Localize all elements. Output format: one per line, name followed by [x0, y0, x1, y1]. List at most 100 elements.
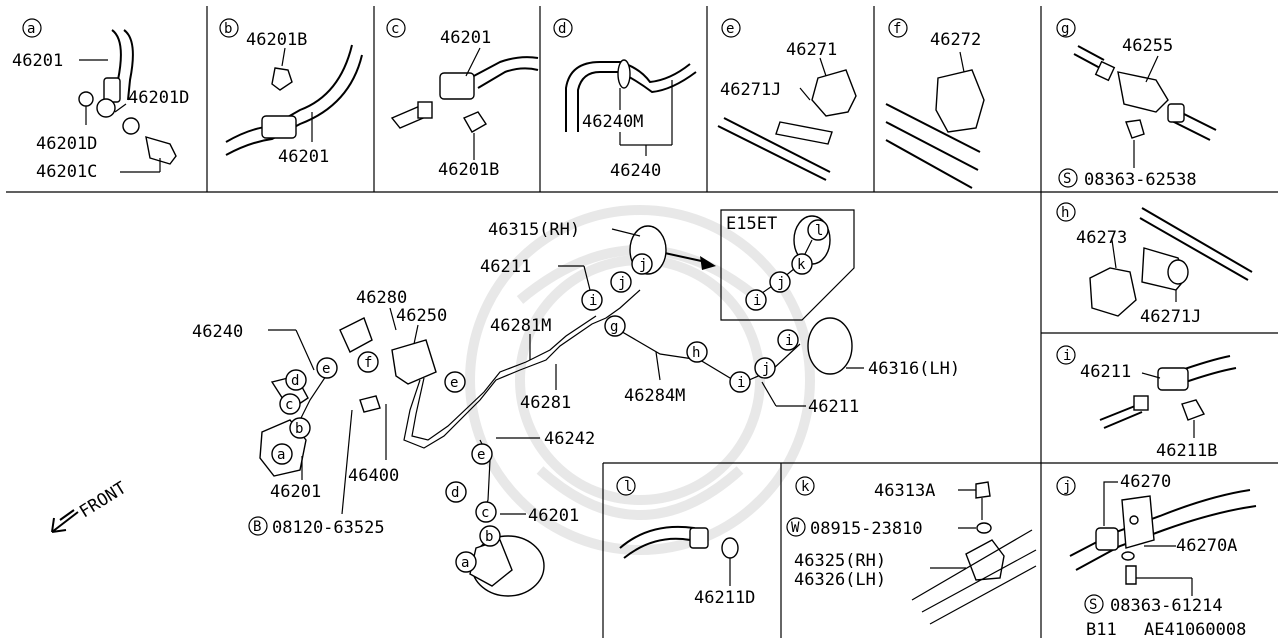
part-label: 46316(LH)	[868, 359, 960, 379]
callout-letter: b	[295, 421, 303, 437]
part-label: 46211B	[1156, 441, 1217, 461]
part-label: 46271	[786, 40, 837, 60]
callout-letter: i	[737, 375, 745, 391]
footer: B11 AE41060008	[1086, 620, 1246, 638]
part-label: 46201C	[36, 162, 97, 182]
panel-g-letter: g	[1061, 21, 1069, 37]
panel-e-letter: e	[726, 21, 734, 37]
part-label: 46201D	[128, 88, 189, 108]
part-label: 46242	[544, 429, 595, 449]
part-label: 08363-61214	[1110, 596, 1223, 616]
part-label: 46250	[396, 306, 447, 326]
part-label: 46280	[356, 288, 407, 308]
part-label: 46326(LH)	[794, 570, 886, 590]
panel-i: i 46211 46211B	[1056, 345, 1237, 461]
part-label: 46211	[1080, 362, 1131, 382]
part-label: 46240	[610, 161, 661, 181]
callout-letter: d	[451, 485, 459, 501]
inset-title: E15ET	[726, 214, 777, 234]
panel-c: c 46201 46201B	[386, 18, 539, 180]
callout-letter: e	[477, 447, 485, 463]
panel-j: j S 46270 46270A 08363-61214	[1056, 472, 1257, 616]
callout-letter: c	[481, 505, 489, 521]
callout-letter: b	[485, 529, 493, 545]
part-label: 46211	[480, 257, 531, 277]
panel-grid	[6, 6, 1278, 638]
part-label: 46400	[348, 466, 399, 486]
part-label: 46211	[808, 397, 859, 417]
callout-letter: j	[777, 275, 785, 291]
panel-g: g S 46255 08363-62538	[1056, 18, 1217, 190]
panel-d: d 46240M 46240	[553, 18, 697, 181]
marker-b: B	[253, 519, 261, 535]
callout-letter: a	[277, 447, 285, 463]
part-label: 46284M	[624, 386, 685, 406]
part-label: 46271J	[1140, 307, 1201, 327]
callout-letter: c	[285, 397, 293, 413]
panel-k-letter: k	[801, 479, 810, 495]
panel-h-letter: h	[1061, 205, 1069, 221]
marker-s: S	[1063, 171, 1071, 187]
part-label: 46201	[12, 51, 63, 71]
part-label: 46313A	[874, 481, 935, 501]
part-label: 46211D	[694, 588, 755, 608]
part-label: 46201	[270, 482, 321, 502]
diagram-code: AE41060008	[1144, 620, 1246, 638]
marker-w: W	[791, 520, 800, 536]
front-label: FRONT	[76, 478, 130, 522]
part-label: 46201	[528, 506, 579, 526]
panel-a: a 46201 46201D 46201D 46201C	[12, 18, 189, 182]
part-label: 08915-23810	[810, 519, 923, 539]
part-label: 46325(RH)	[794, 551, 886, 571]
panel-i-letter: i	[1063, 348, 1071, 364]
panel-d-letter: d	[558, 21, 566, 37]
part-label: 46255	[1122, 36, 1173, 56]
part-label: 46315(RH)	[488, 220, 580, 240]
panel-f-letter: f	[893, 21, 901, 37]
part-label: 46281M	[490, 316, 551, 336]
callout-letter: i	[753, 293, 761, 309]
callout-letter: i	[785, 333, 793, 349]
callout-letter: f	[364, 355, 372, 371]
main-diagram: E15ET	[51, 209, 960, 597]
panel-e: e 46271 46271J	[717, 18, 857, 181]
part-label: 46281	[520, 393, 571, 413]
panel-l-letter: l	[624, 479, 632, 495]
marker-s: S	[1089, 597, 1097, 613]
part-label: 46270A	[1176, 536, 1237, 556]
callout-letter: d	[291, 373, 299, 389]
part-label: 46271J	[720, 80, 781, 100]
callout-letter: j	[618, 275, 626, 291]
callout-letter: i	[589, 293, 597, 309]
part-label: 46201	[440, 28, 491, 48]
part-label: 46240M	[582, 112, 643, 132]
callout-letter: g	[610, 319, 618, 335]
panel-j-letter: j	[1063, 479, 1071, 495]
panel-f: f 46272	[885, 18, 985, 189]
callout-letter: e	[322, 361, 330, 377]
part-label: 08363-62538	[1084, 170, 1197, 190]
part-label: 46270	[1120, 472, 1171, 492]
part-label: 46201B	[438, 160, 499, 180]
part-label: 46273	[1076, 228, 1127, 248]
part-label: 08120-63525	[272, 518, 385, 538]
panel-b-letter: b	[224, 21, 232, 37]
panel-h: h 46273 46271J	[1056, 202, 1253, 327]
callout-letter: e	[450, 375, 458, 391]
callout-letter: a	[461, 555, 469, 571]
panel-l: l 46211D	[616, 476, 755, 608]
panel-b: b 46201B 46201	[219, 18, 363, 167]
callout-letter: l	[815, 223, 823, 239]
callout-letter: j	[762, 361, 770, 377]
panel-a-letter: a	[27, 21, 35, 37]
part-label: 46201B	[246, 30, 307, 50]
panel-k: k W 46313A 08915-23810 46325(RH) 46326(L…	[786, 476, 1037, 625]
part-label: 46201	[278, 147, 329, 167]
callout-letter: h	[692, 345, 700, 361]
panel-c-letter: c	[391, 21, 399, 37]
part-label: 46240	[192, 322, 243, 342]
callout-letter: j	[639, 257, 647, 273]
callout-letter: k	[797, 257, 806, 273]
model-code: B11	[1086, 620, 1117, 638]
